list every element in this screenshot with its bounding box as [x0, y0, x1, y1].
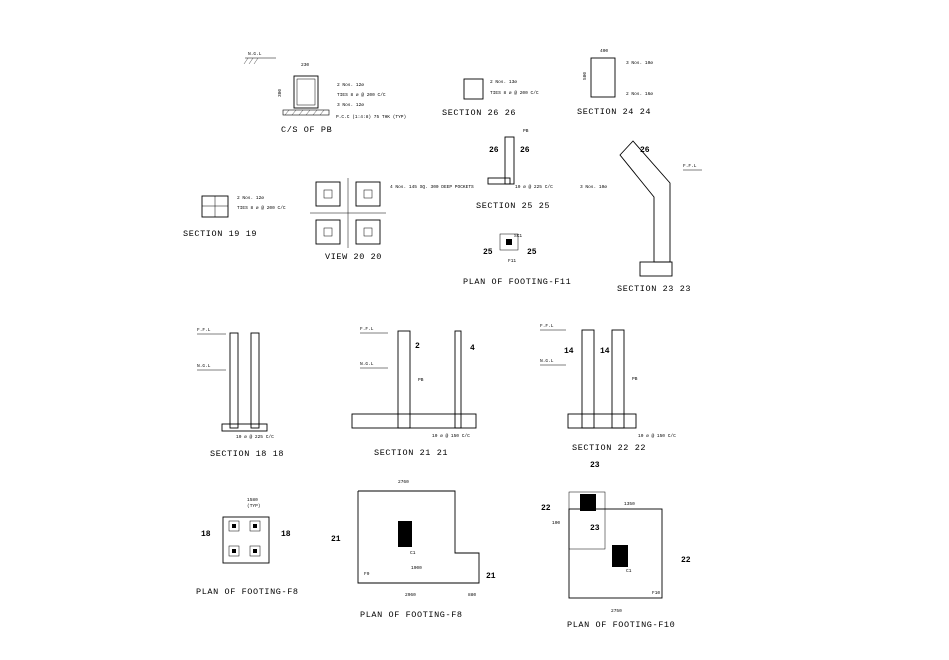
title-cs-pb: C/S OF PB [281, 125, 332, 135]
section-24-detail: 400 500 3 Nos. 10ø 2 Nos. 16ø SECTION 24… [577, 48, 653, 117]
dim-300: 300 [277, 89, 283, 97]
section-19-detail: 2 Nos. 12ø TIES 8 ø @ 200 C/C SECTION 19… [183, 195, 286, 239]
bars-top-label: 2 Nos. 12ø [337, 82, 364, 88]
title-section-19: SECTION 19 19 [183, 229, 257, 239]
ngl-label: N.G.L [248, 51, 262, 57]
section-26-detail: 2 Nos. 13ø TIES 8 ø @ 200 C/C SECTION 26… [442, 78, 539, 118]
s22-ffl-label: F.F.L [540, 323, 554, 329]
section-23-detail: F.F.L 3 Nos. 10ø 26 SECTION 23 23 [580, 140, 702, 294]
f10-mark-22-left: 22 [541, 504, 551, 513]
bars-13-label: 2 Nos. 13ø [490, 79, 517, 85]
pb-label: PB [523, 128, 529, 134]
s18-ffl-label: F.F.L [197, 327, 211, 333]
f10-c1: C1 [626, 568, 632, 574]
mark-25-left: 25 [483, 248, 493, 257]
dim-400: 400 [600, 48, 608, 54]
s19-bars-label: 2 Nos. 12ø [237, 195, 264, 201]
f10-dim-2750: 2750 [611, 608, 622, 614]
dim-230: 230 [301, 62, 309, 68]
f8a-mark-18-left: 18 [201, 530, 211, 539]
mark-24: 26 [640, 146, 650, 155]
s18-ties-label: 10 ø @ 225 C/C [236, 434, 274, 440]
section-25-detail: PB 26 26 10 ø @ 225 C/C SECTION 25 25 [476, 128, 553, 211]
f10-mark-23-bottom: 23 [590, 524, 600, 533]
f10-dim-1350: 1350 [624, 501, 635, 507]
s21-ties-label: 10 ø @ 150 C/C [432, 433, 470, 439]
s21-ffl-label: F.F.L [360, 326, 374, 332]
title-view-20: VIEW 20 20 [325, 252, 382, 262]
s21-mark-4: 4 [470, 344, 475, 353]
pcc-label: P.C.C (1:4:8) 75 THK (TYP) [336, 114, 406, 120]
dim-500: 500 [582, 72, 588, 80]
s22-pb-label: PB [632, 376, 638, 382]
cs-of-pb-detail: N.G.L 230 300 2 Nos. 12ø TIES 8 ø @ 200 … [243, 51, 406, 135]
f10-mark-22-right: 22 [681, 556, 691, 565]
title-section-22: SECTION 22 22 [572, 443, 646, 453]
section-18-detail: F.F.L N.G.L 10 ø @ 225 C/C SECTION 18 18 [197, 327, 284, 459]
plan-footing-f10: C1 F10 2750 1350 100 22 22 23 23 PLAN OF… [541, 461, 691, 630]
f11-label: F11 [508, 258, 516, 264]
f8b-mark-21-left: 21 [331, 535, 341, 544]
f10-label: F10 [652, 590, 660, 596]
f8a-typ: (TYP) [247, 503, 261, 509]
view-20-detail: 4 Nos. 145 SQ. 300 DEEP POCKETS VIEW 20 … [310, 178, 474, 262]
f8b-mark-21-right: 21 [486, 572, 496, 581]
title-section-25: SECTION 25 25 [476, 201, 550, 211]
plan-footing-f8-large: C1 2760 2960 1900 880 F9 21 21 PLAN OF F… [331, 479, 496, 620]
f8b-f9: F9 [364, 571, 370, 577]
bars-16-label: 2 Nos. 16ø [626, 91, 653, 97]
mark-25-right: 25 [527, 248, 537, 257]
s22-ngl-label: N.G.L [540, 358, 554, 364]
s21-mark-2: 2 [415, 342, 420, 351]
title-section-23: SECTION 23 23 [617, 284, 691, 294]
f8b-dim-880: 880 [468, 592, 476, 598]
s21-ngl-label: N.G.L [360, 361, 374, 367]
f10-mark-23-top: 23 [590, 461, 600, 470]
section-21-detail: F.F.L N.G.L PB 2 4 10 ø @ 150 C/C SECTIO… [351, 326, 477, 458]
ties-label: TIES 8 ø @ 200 C/C [337, 92, 386, 98]
f8a-dim-1580: 1580 [247, 497, 258, 503]
title-section-18: SECTION 18 18 [210, 449, 284, 459]
title-plan-f8-small: PLAN OF FOOTING-F8 [196, 587, 299, 597]
plan-footing-f11-detail: SC1 F11 25 25 PLAN OF FOOTING-F11 [463, 233, 571, 287]
s21-pb-label: PB [418, 377, 424, 383]
f8b-c1: C1 [410, 550, 416, 556]
s22-ties-label: 10 ø @ 150 C/C [638, 433, 676, 439]
plan-footing-f8-small: 1580 (TYP) 18 18 PLAN OF FOOTING-F8 [196, 497, 299, 597]
deep-pockets-label: 4 Nos. 145 SQ. 300 DEEP POCKETS [390, 184, 474, 190]
f8b-dim-2960: 2960 [405, 592, 416, 598]
f10-dim-100: 100 [552, 520, 560, 526]
title-section-24: SECTION 24 24 [577, 107, 651, 117]
title-section-26: SECTION 26 26 [442, 108, 516, 118]
ties-225-label: 10 ø @ 225 C/C [515, 184, 553, 190]
s23-bars-label: 3 Nos. 10ø [580, 184, 607, 190]
mark-26-right: 26 [520, 146, 530, 155]
title-section-21: SECTION 21 21 [374, 448, 448, 458]
f8b-dim-2760: 2760 [398, 479, 409, 485]
f8b-dim-1900: 1900 [411, 565, 422, 571]
bars-10-label: 3 Nos. 10ø [626, 60, 653, 66]
s18-ngl-label: N.G.L [197, 363, 211, 369]
s19-ties-label: TIES 8 ø @ 200 C/C [237, 205, 286, 211]
s22-mark-14: 14 [564, 347, 574, 356]
sc1-label: SC1 [514, 233, 522, 239]
bars-bot-label: 3 Nos. 12ø [337, 102, 364, 108]
s23-ffl-label: F.F.L [683, 163, 697, 169]
f8a-mark-18-right: 18 [281, 530, 291, 539]
mark-26-left: 26 [489, 146, 499, 155]
title-plan-f11: PLAN OF FOOTING-F11 [463, 277, 571, 287]
s22-mark-14b: 14 [600, 347, 610, 356]
section-22-detail: F.F.L N.G.L 14 14 PB 10 ø @ 150 C/C SECT… [540, 323, 676, 453]
title-plan-f10: PLAN OF FOOTING-F10 [567, 620, 675, 630]
title-plan-f8-large: PLAN OF FOOTING-F8 [360, 610, 463, 620]
ties-b-label: TIES 8 ø @ 200 C/C [490, 90, 539, 96]
